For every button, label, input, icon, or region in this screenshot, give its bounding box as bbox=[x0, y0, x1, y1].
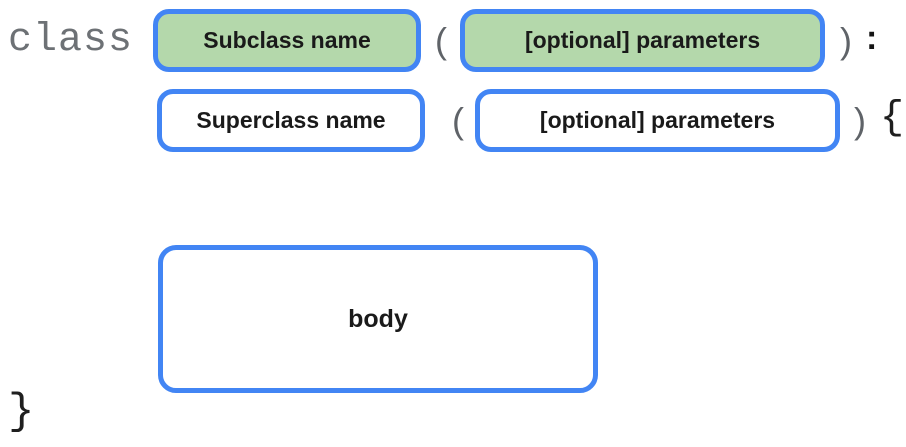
open-brace: { bbox=[880, 96, 905, 141]
class-body-box: body bbox=[158, 245, 598, 393]
subclass-name-label: Subclass name bbox=[203, 27, 371, 53]
superclass-parameters-box: [optional] parameters bbox=[475, 89, 840, 152]
superclass-name-label: Superclass name bbox=[196, 107, 386, 133]
superclass-parameters-label: [optional] parameters bbox=[539, 107, 776, 133]
superclass-name-box: Superclass name bbox=[157, 89, 425, 152]
superclass-declaration-row: Superclass name ( [optional] parameters … bbox=[157, 89, 904, 152]
class-body-label: body bbox=[348, 304, 408, 333]
subclass-parameters-box: [optional] parameters bbox=[460, 9, 826, 72]
close-paren-row2: ) bbox=[854, 99, 866, 141]
subclass-parameters-label: [optional] parameters bbox=[524, 27, 761, 53]
close-paren-row1: ) bbox=[840, 19, 853, 61]
open-paren-row2: ( bbox=[452, 99, 464, 141]
close-brace: } bbox=[8, 387, 35, 437]
open-paren-row1: ( bbox=[435, 19, 448, 61]
colon-separator: : bbox=[866, 19, 878, 57]
class-keyword: class bbox=[8, 18, 134, 63]
subclass-declaration-row: class Subclass name ( [optional] paramet… bbox=[8, 9, 877, 72]
subclass-name-box: Subclass name bbox=[153, 9, 422, 72]
